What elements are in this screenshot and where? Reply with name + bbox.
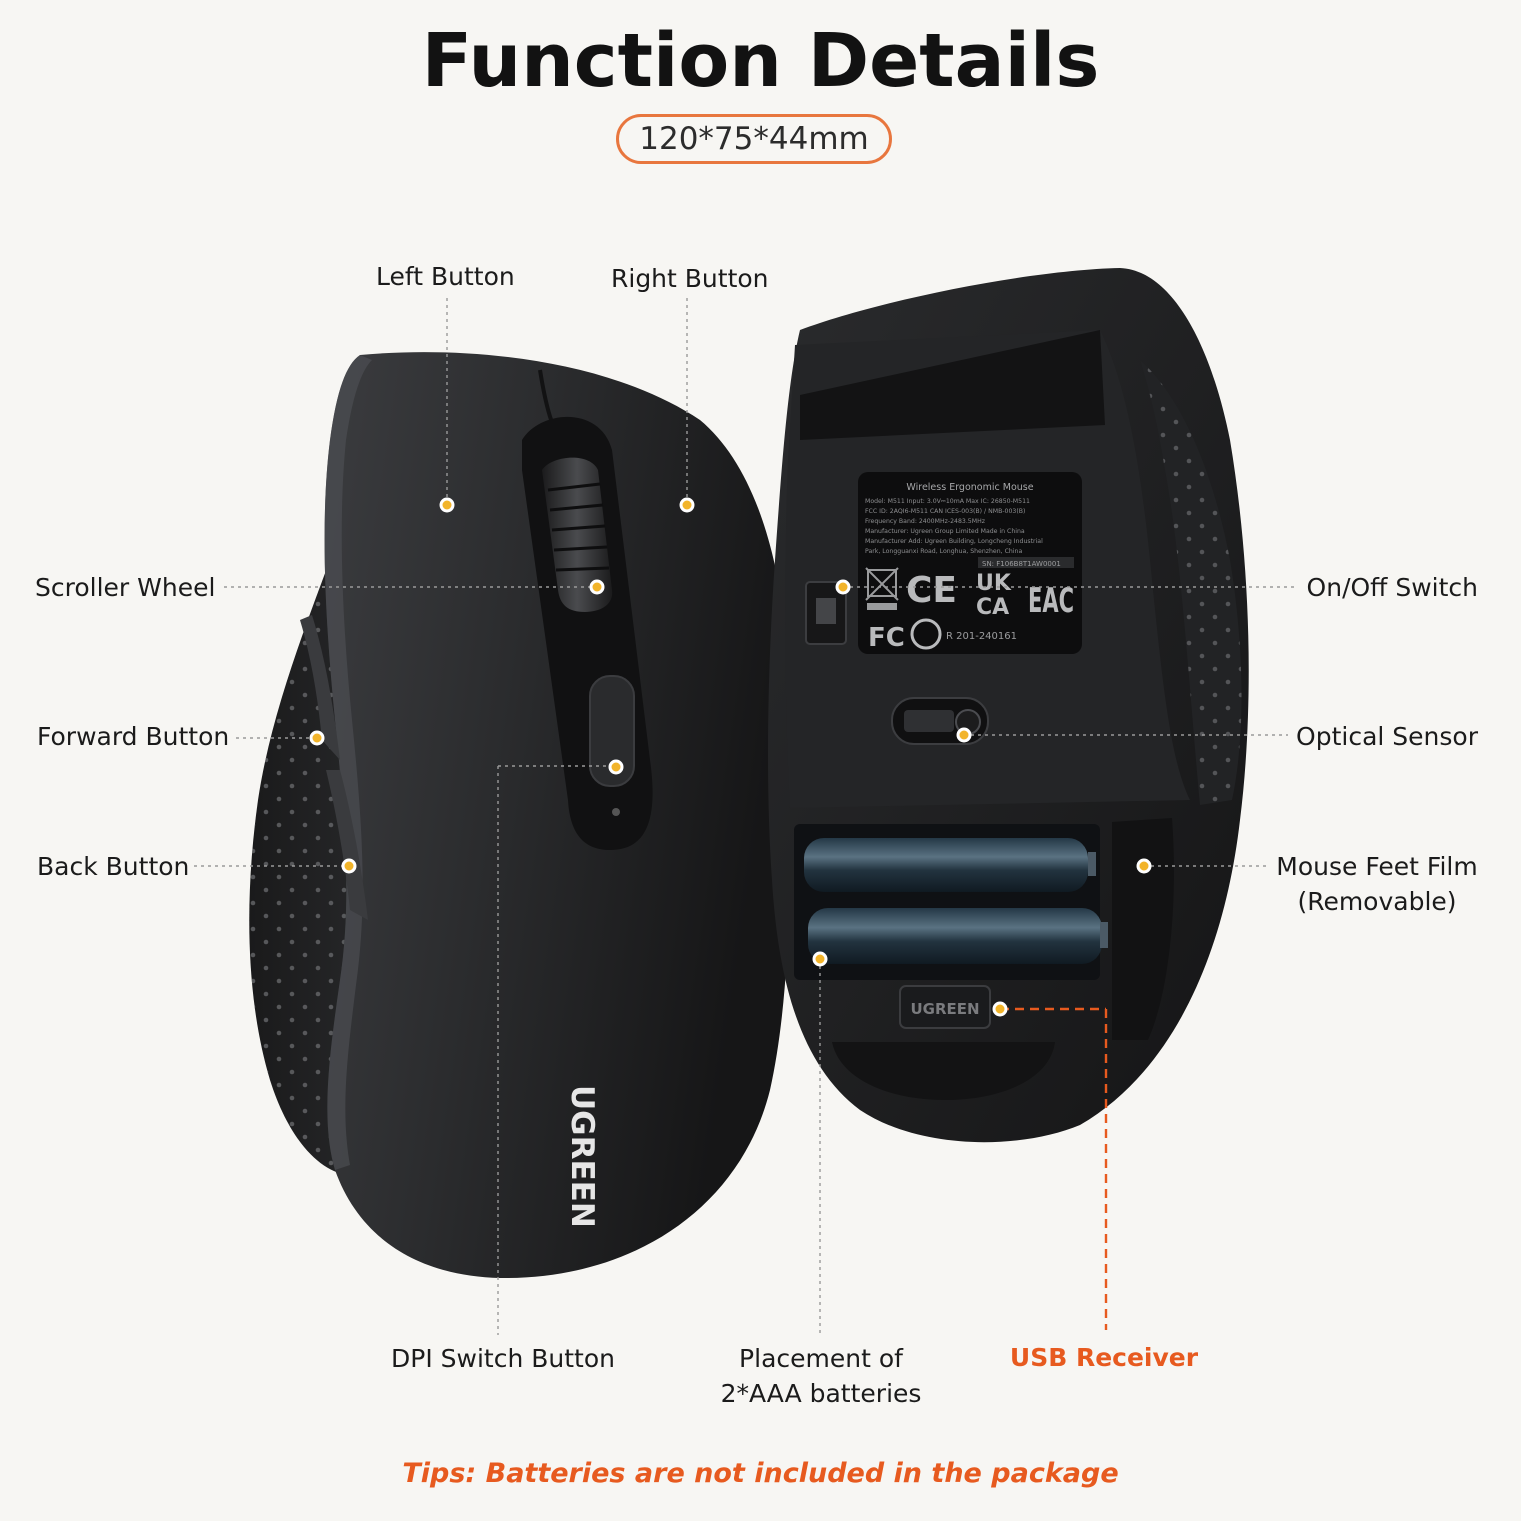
dot-right-button xyxy=(679,497,695,513)
label-forward-button: Forward Button xyxy=(37,722,230,751)
dot-back-button xyxy=(341,858,357,874)
usb-callout-line xyxy=(1000,1007,1108,1330)
label-usb-receiver: USB Receiver xyxy=(1009,1343,1199,1372)
dot-scroller-wheel xyxy=(589,579,605,595)
plate-title: Wireless Ergonomic Mouse xyxy=(906,482,1033,493)
label-optical-sensor: Optical Sensor xyxy=(1296,722,1478,751)
battery-1 xyxy=(804,838,1088,892)
label-battery-placement: Placement of xyxy=(739,1344,903,1373)
kc-number: R 201-240161 xyxy=(946,631,1017,642)
callout-dots xyxy=(309,497,1152,1017)
label-left-button: Left Button xyxy=(376,262,515,291)
fcc-mark: FC xyxy=(868,623,905,653)
top-foot-pad xyxy=(800,330,1105,440)
brand-logo: UGREEN xyxy=(564,1085,600,1228)
dot-mouse-feet xyxy=(1136,858,1152,874)
dot-optical-sensor xyxy=(956,727,972,743)
label-dpi-switch-button: DPI Switch Button xyxy=(391,1344,615,1373)
dot-on-off-switch xyxy=(835,579,851,595)
page-title: Function Details xyxy=(421,18,1100,104)
dot-dpi-button xyxy=(608,759,624,775)
plate-line5: Manufacturer Add: Ugreen Building, Longc… xyxy=(865,538,1043,545)
plate-line2: FCC ID: 2AQI6-M511 CAN ICES-003(B) / NMB… xyxy=(865,508,1025,515)
label-mouse-feet-removable: (Removable) xyxy=(1297,887,1457,916)
plate-line3: Frequency Band: 2400MHz-2483.5MHz xyxy=(865,518,985,525)
label-right-button: Right Button xyxy=(611,264,769,293)
mouse-foot-film xyxy=(1112,818,1174,1040)
plate-serial: SN: F106B8T1AW0001 xyxy=(982,560,1061,568)
mouse-bottom-view: Wireless Ergonomic Mouse Model: M511 Inp… xyxy=(768,268,1249,1143)
weee-icon xyxy=(865,567,899,610)
dot-forward-button xyxy=(309,730,325,746)
label-scroller-wheel: Scroller Wheel xyxy=(35,573,216,602)
usb-receiver-slot xyxy=(899,985,991,1029)
ukca-top: UK xyxy=(976,571,1012,596)
plate-line4: Manufacturer: Ugreen Group Limited Made … xyxy=(865,528,1025,535)
kc-mark-icon xyxy=(910,618,942,650)
dot-left-button xyxy=(439,497,455,513)
bottom-foot-pad xyxy=(832,1042,1055,1100)
ce-mark: CE xyxy=(906,570,957,611)
label-mouse-feet-film: Mouse Feet Film xyxy=(1276,852,1478,881)
mouse-top-shell xyxy=(324,352,791,1279)
mouse-top-view: UGREEN xyxy=(249,352,791,1279)
dot-batteries xyxy=(812,951,828,967)
callout-lines xyxy=(194,298,1296,1335)
forward-button-shape xyxy=(300,615,340,760)
label-battery-type: 2*AAA batteries xyxy=(720,1379,922,1408)
plate-line6: Park, Longguanxi Road, Longhua, Shenzhen… xyxy=(865,548,1022,555)
plate-line1: Model: M511 Input: 3.0V⎓10mA Max IC: 268… xyxy=(865,498,1030,505)
label-plate xyxy=(858,472,1082,654)
scroller-wheel xyxy=(542,457,613,612)
dpi-switch xyxy=(589,675,635,787)
dimensions-badge: 120*75*44mm xyxy=(616,114,892,164)
back-button-shape xyxy=(326,770,368,920)
dot-usb-receiver xyxy=(992,1001,1008,1017)
label-on-off-switch: On/Off Switch xyxy=(1306,573,1478,602)
eac-mark: EAC xyxy=(1028,581,1074,621)
battery-2 xyxy=(808,908,1102,964)
ukca-bottom: CA xyxy=(976,595,1009,620)
label-back-button: Back Button xyxy=(37,852,190,881)
receiver-logo: UGREEN xyxy=(910,1000,979,1018)
tips-note: Tips: Batteries are not included in the … xyxy=(402,1458,1119,1489)
